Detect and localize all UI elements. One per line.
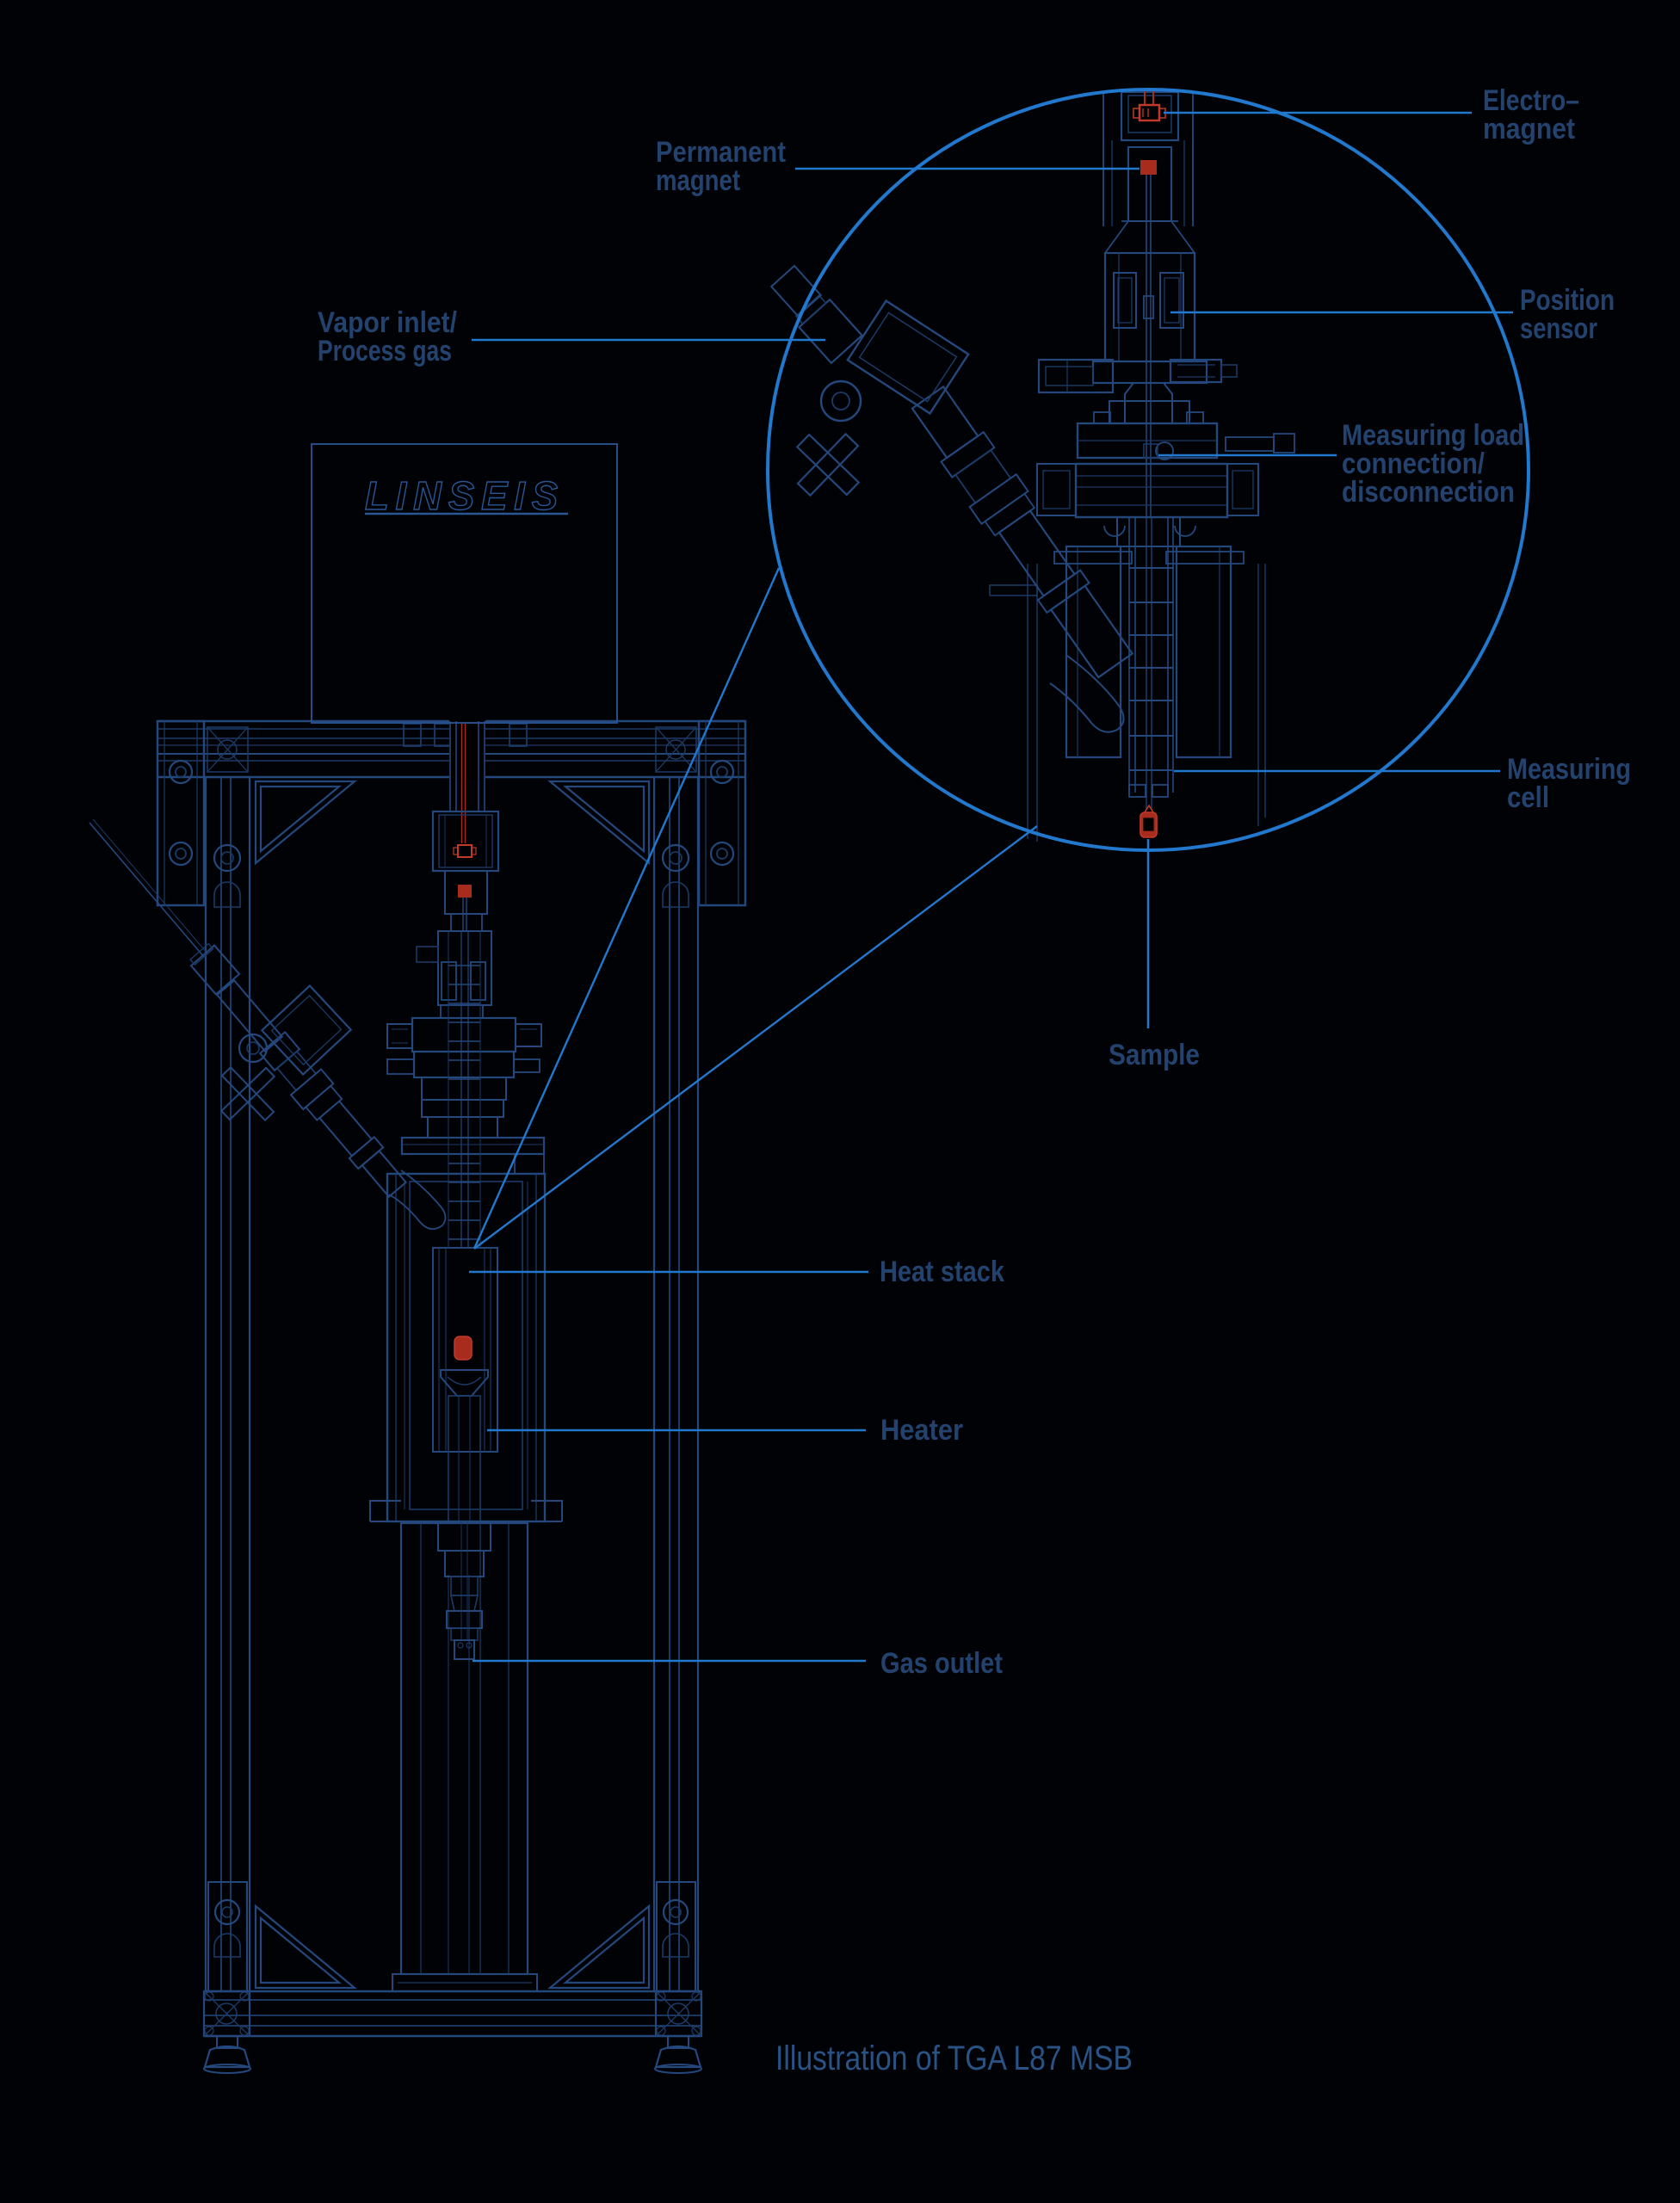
svg-text:disconnection: disconnection [1342,476,1515,509]
svg-text:connection/: connection/ [1342,447,1485,480]
svg-text:cell: cell [1507,781,1549,814]
svg-text:Electro–: Electro– [1483,84,1579,117]
svg-text:magnet: magnet [1483,113,1575,145]
svg-text:Vapor inlet/: Vapor inlet/ [318,306,457,339]
svg-text:Permanent: Permanent [656,136,786,169]
svg-text:Position: Position [1520,284,1615,317]
svg-text:Sample: Sample [1109,1039,1200,1071]
svg-text:Measuring: Measuring [1507,753,1631,786]
svg-text:Heater: Heater [880,1414,963,1447]
svg-text:magnet: magnet [656,164,740,197]
svg-text:Gas outlet: Gas outlet [880,1647,1003,1680]
svg-text:Measuring load: Measuring load [1342,419,1524,452]
svg-text:sensor: sensor [1520,312,1597,345]
svg-text:Illustration of TGA L87 MSB: Illustration of TGA L87 MSB [775,2039,1133,2077]
svg-text:LINSEIS: LINSEIS [365,473,565,518]
svg-text:Heat stack: Heat stack [880,1256,1004,1288]
svg-text:Process gas: Process gas [318,335,452,367]
